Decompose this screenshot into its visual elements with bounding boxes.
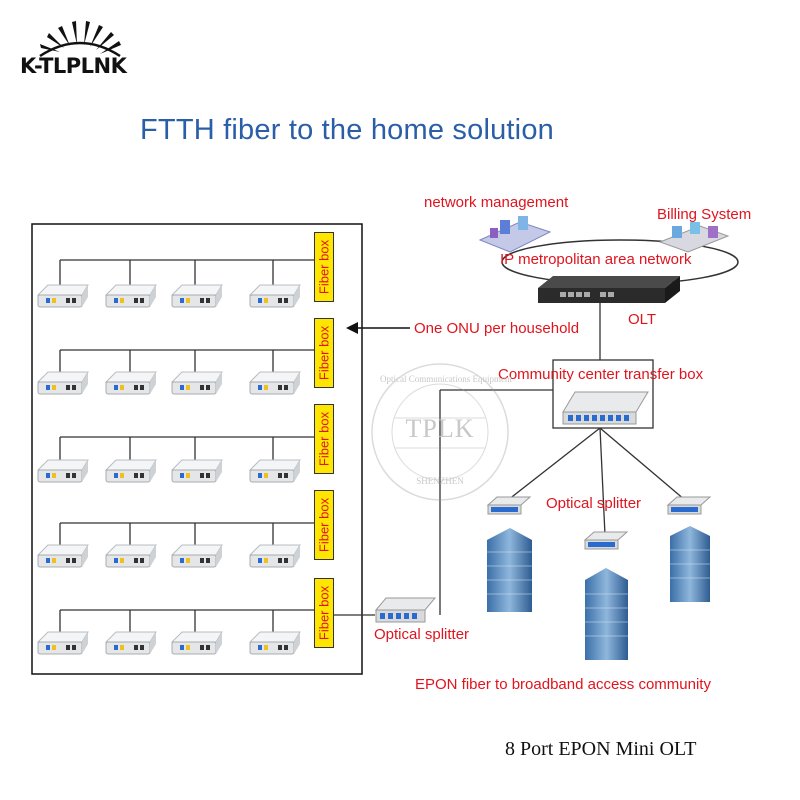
left-splitter-device-icon <box>374 597 437 623</box>
onu-device-icon <box>170 371 223 395</box>
onu-device-icon <box>170 284 223 308</box>
company-logo: K-TLPLNK <box>20 54 127 78</box>
olt-label: OLT <box>628 311 657 328</box>
onu-device-icon <box>248 371 301 395</box>
onu-device-icon <box>248 544 301 568</box>
onu-device-icon <box>170 459 223 483</box>
onu-device-icon <box>36 284 89 308</box>
community-center-frame <box>552 359 654 429</box>
onu-device-icon <box>248 284 301 308</box>
onu-device-icon <box>36 544 89 568</box>
network-management-icon <box>478 216 552 253</box>
onu-device-icon <box>248 631 301 655</box>
onu-device-icon <box>104 544 157 568</box>
logo-rays-icon <box>40 21 121 54</box>
page-title: FTTH fiber to the home solution <box>140 114 554 146</box>
product-caption: 8 Port EPON Mini OLT <box>505 738 697 760</box>
skyscraper-3-icon <box>670 526 710 602</box>
network-management-label: network management <box>424 194 569 211</box>
billing-system-icon <box>658 222 730 253</box>
watermark-center-text: TPLK <box>405 414 475 443</box>
building-splitter-3-icon <box>666 496 712 515</box>
fiber-box-4: Fiber box <box>314 490 334 560</box>
fiber-box-3: Fiber box <box>314 404 334 474</box>
logo-arc-icon <box>39 41 121 58</box>
onu-device-icon <box>36 631 89 655</box>
epon-community-label: EPON fiber to broadband access community <box>415 676 711 693</box>
fiber-box-2: Fiber box <box>314 318 334 388</box>
building-splitter-1-icon <box>486 496 532 515</box>
onu-per-household-label: One ONU per household <box>414 320 580 337</box>
optical-splitter-right-label: Optical splitter <box>546 495 642 512</box>
onu-device-icon <box>104 459 157 483</box>
building-outline <box>31 223 363 675</box>
tplk-watermark <box>371 363 509 501</box>
arrow-left-icon <box>346 322 410 334</box>
fiber-box-1: Fiber box <box>314 232 334 302</box>
billing-system-label: Billing System <box>657 206 752 223</box>
onu-device-icon <box>170 631 223 655</box>
building-splitter-2-icon <box>583 531 629 550</box>
onu-device-icon <box>36 459 89 483</box>
fiber-box-5: Fiber box <box>314 578 334 648</box>
onu-device-icon <box>36 371 89 395</box>
onu-device-icon <box>104 284 157 308</box>
watermark-ring-top: Optical Communications Equipment <box>380 374 512 384</box>
onu-device-icon <box>104 371 157 395</box>
ip-metro-label: IP metropolitan area network <box>500 251 692 268</box>
watermark-ring-bottom: SHENZHEN <box>416 476 464 486</box>
skyscraper-1-icon <box>487 528 532 612</box>
onu-device-icon <box>170 544 223 568</box>
onu-device-icon <box>104 631 157 655</box>
community-center-label: Community center transfer box <box>498 366 704 383</box>
optical-splitter-left-label: Optical splitter <box>374 626 470 643</box>
skyscraper-2-icon <box>585 568 628 660</box>
onu-device-icon <box>248 459 301 483</box>
olt-switch-icon <box>538 276 680 303</box>
household-wiring <box>59 259 686 635</box>
transfer-box-device-icon <box>562 391 649 425</box>
